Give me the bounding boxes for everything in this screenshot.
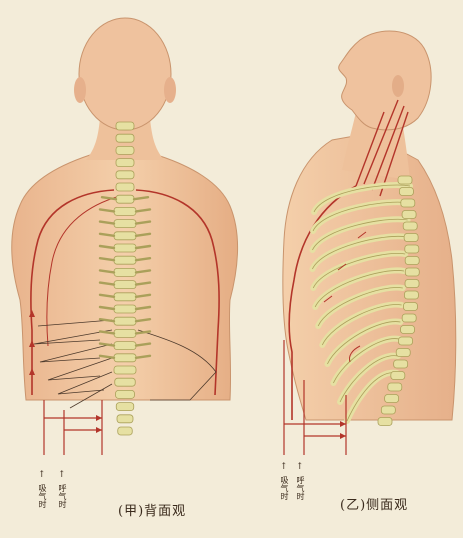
back-vertebra	[115, 378, 136, 386]
side-inhale-label: 吸气时	[280, 476, 289, 500]
side-vertebra	[405, 280, 419, 288]
side-vertebra	[396, 349, 410, 357]
back-inhale-label: 吸气时	[38, 484, 47, 508]
side-vertebra	[378, 418, 392, 426]
back-vertebra	[114, 293, 136, 301]
back-vertebra	[114, 268, 136, 276]
back-measure-arrowheads	[96, 415, 102, 433]
back-vertebra	[116, 159, 134, 167]
side-vertebra	[404, 291, 418, 299]
side-vertebra	[401, 326, 415, 334]
back-measure-lines	[44, 400, 102, 455]
back-vertebra	[116, 403, 134, 411]
back-vertebra	[114, 342, 136, 350]
side-ear	[392, 75, 404, 97]
side-inhale-arrow: ↑	[280, 462, 288, 472]
back-vertebra	[116, 134, 134, 142]
back-vertebra	[114, 317, 136, 325]
side-view-caption: (乙)侧面观	[340, 494, 408, 513]
back-vertebra	[117, 415, 133, 423]
side-vertebra	[404, 234, 418, 242]
side-vertebra	[381, 406, 395, 414]
side-vertebra	[403, 303, 417, 311]
side-exhale-label: 呼气时	[296, 476, 305, 500]
back-vertebra	[114, 366, 136, 374]
side-vertebra	[401, 199, 415, 207]
back-vertebra	[114, 354, 136, 362]
side-head	[339, 31, 431, 130]
back-vertebra	[114, 281, 136, 289]
back-vertebra	[118, 427, 133, 435]
side-vertebra	[391, 372, 405, 380]
side-vertebra	[394, 360, 408, 368]
back-vertebra	[116, 183, 134, 191]
back-view-figure	[12, 18, 238, 455]
side-vertebra	[405, 257, 419, 265]
side-vertebra	[405, 245, 419, 253]
side-vertebra	[402, 211, 416, 219]
back-ear-left	[74, 77, 86, 103]
back-vertebra	[114, 207, 136, 215]
back-vertebra	[116, 146, 134, 154]
side-vertebra	[399, 188, 413, 196]
side-vertebra	[399, 337, 413, 345]
side-vertebra	[398, 176, 412, 184]
back-vertebra	[114, 244, 136, 252]
back-vertebra	[116, 171, 134, 179]
back-vertebra	[114, 305, 136, 313]
back-head	[79, 18, 171, 130]
back-vertebra	[114, 256, 136, 264]
side-measure-arrowheads	[340, 421, 346, 439]
back-vertebra	[116, 390, 135, 398]
back-vertebra	[114, 220, 136, 228]
back-ear-right	[164, 77, 176, 103]
back-vertebra	[116, 195, 134, 203]
back-inhale-arrow: ↑	[38, 470, 46, 480]
back-vertebra	[114, 329, 136, 337]
back-view-caption: (甲)背面观	[118, 500, 186, 519]
side-vertebra	[385, 395, 399, 403]
side-vertebra	[388, 383, 402, 391]
side-exhale-arrow: ↑	[296, 462, 304, 472]
side-vertebra	[402, 314, 416, 322]
back-vertebra	[114, 232, 136, 240]
back-exhale-arrow: ↑	[58, 470, 66, 480]
side-vertebra	[405, 268, 419, 276]
side-vertebra	[403, 222, 417, 230]
side-view-figure	[283, 31, 456, 455]
back-vertebra	[116, 122, 134, 130]
back-torso	[12, 155, 238, 400]
back-exhale-label: 呼气时	[58, 484, 67, 508]
